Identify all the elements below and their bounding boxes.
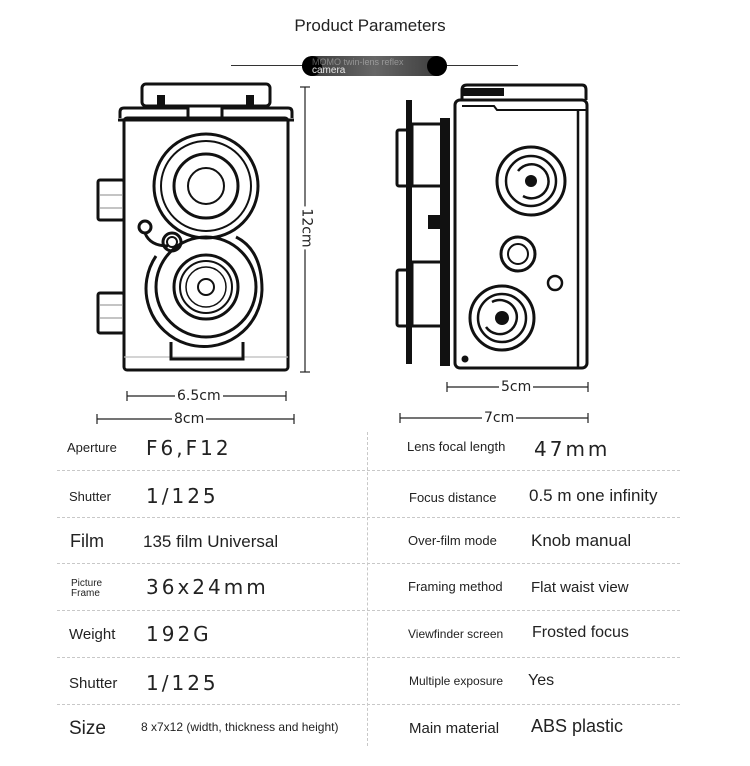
spec-label-line1: Picture <box>71 578 103 589</box>
badge-faded-text: MOMO twin-lens reflex <box>312 57 404 67</box>
title-rule-left <box>231 65 311 66</box>
badge-cap-left <box>302 56 322 76</box>
spec-label: Over-film mode <box>408 533 497 548</box>
column-divider <box>367 432 368 746</box>
row-divider <box>57 470 680 471</box>
spec-value: 8 x7x12 (width, thickness and height) <box>141 720 339 734</box>
product-name-badge: MOMO twin-lens reflex camera <box>302 56 447 76</box>
spec-value: 36x24mm <box>146 575 269 599</box>
spec-value: ABS plastic <box>531 716 624 736</box>
height-dimension-label: 12cm <box>298 206 315 250</box>
spec-value: 0.5 m one infinity <box>529 486 658 505</box>
badge-text: camera <box>312 65 346 76</box>
spec-label: Focus distance <box>409 490 497 505</box>
spec-label-line2: Frame <box>71 588 100 599</box>
front-view-camera-icon <box>96 82 294 372</box>
spec-value: Yes <box>528 672 555 689</box>
row-divider <box>57 704 680 705</box>
row-divider <box>57 657 680 658</box>
spec-label: Weight <box>69 626 116 643</box>
spec-value: Frosted focus <box>532 624 629 641</box>
spec-value: Flat waist view <box>531 579 629 596</box>
spec-label: Viewfinder screen <box>408 627 504 641</box>
side-view-camera-icon <box>395 83 589 370</box>
outer-width-dimension-label: 8cm <box>172 411 207 427</box>
camera-drawings <box>96 82 589 424</box>
spec-label: Size <box>69 718 106 739</box>
spec-label: Multiple exposure <box>409 674 504 688</box>
spec-value: Knob manual <box>531 531 632 550</box>
spec-label: Main material <box>409 720 500 737</box>
side-inner-width-label: 5cm <box>499 379 534 395</box>
spec-value: 1/125 <box>146 484 219 508</box>
spec-label: Lens focal length <box>407 439 506 454</box>
row-divider <box>57 517 680 518</box>
title-rule-right <box>440 65 518 66</box>
badge-cap-right <box>427 56 447 76</box>
spec-label: Shutter <box>69 489 111 504</box>
spec-value: 1/125 <box>146 671 219 695</box>
spec-label: Shutter <box>69 675 118 692</box>
spec-label: Film <box>70 531 104 551</box>
row-divider <box>57 610 680 611</box>
spec-label: Framing method <box>408 579 503 594</box>
side-outer-width-label: 7cm <box>482 410 517 426</box>
row-divider <box>57 563 680 564</box>
spec-value: 47mm <box>534 437 611 461</box>
spec-value: F6,F12 <box>146 436 232 460</box>
inner-width-dimension-label: 6.5cm <box>175 388 223 404</box>
spec-label: Aperture <box>67 440 117 455</box>
page-title: Product Parameters <box>294 16 446 35</box>
spec-value: 192G <box>146 622 212 646</box>
spec-value: 135 film Universal <box>143 532 279 551</box>
